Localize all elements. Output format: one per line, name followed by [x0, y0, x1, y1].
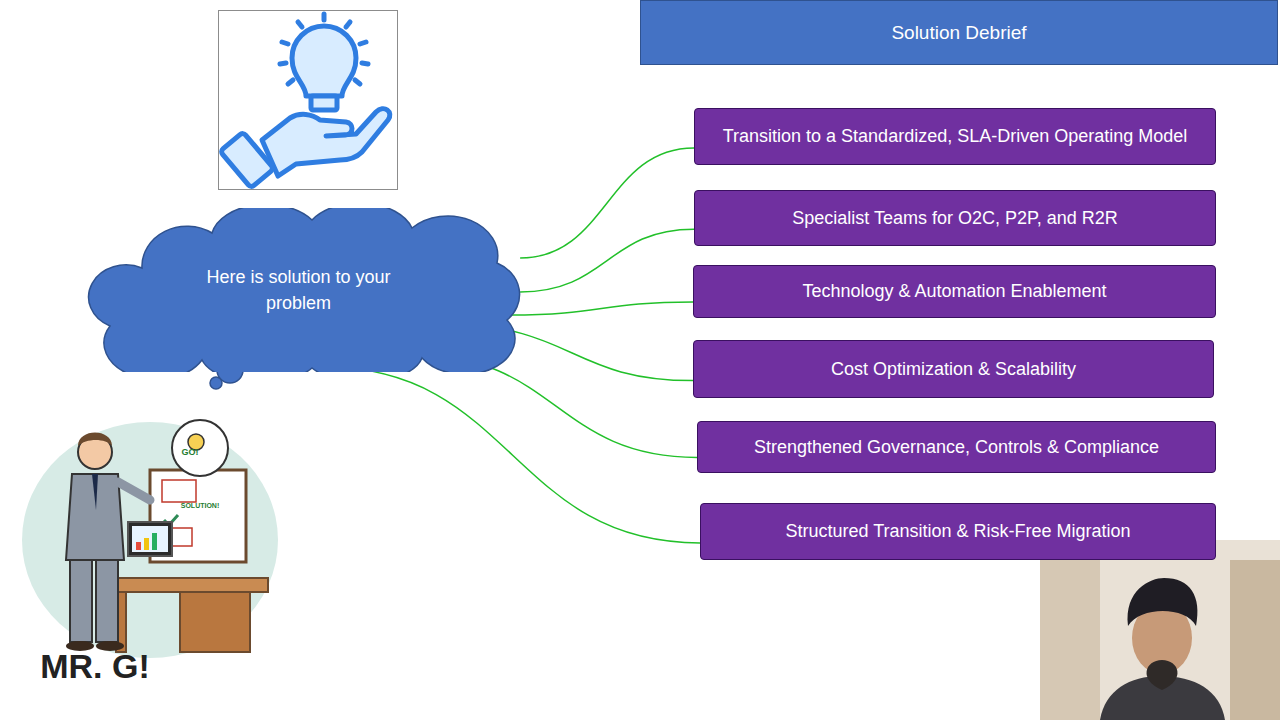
speech-bubble [172, 420, 228, 476]
desk [108, 578, 268, 592]
box-text: Strengthened Governance, Controls & Comp… [754, 434, 1159, 460]
connector-line [520, 148, 694, 258]
box-text: Transition to a Standardized, SLA-Driven… [723, 123, 1188, 149]
connector-line [520, 229, 694, 292]
cloud-text: Here is solution to your problem [182, 264, 415, 316]
video-frame [1040, 540, 1280, 720]
box-text: Technology & Automation Enablement [802, 278, 1106, 304]
presenter-illustration [22, 420, 278, 658]
idea-icon [219, 11, 398, 190]
box-text: Structured Transition & Risk-Free Migrat… [785, 518, 1130, 544]
title-band: Solution Debrief [640, 0, 1278, 65]
box-text: Specialist Teams for O2C, P2P, and R2R [792, 205, 1118, 231]
box-text: Cost Optimization & Scalability [831, 356, 1076, 382]
solution-box: Cost Optimization & Scalability [693, 340, 1214, 398]
cloud-outline [82, 208, 525, 372]
solution-box: Specialist Teams for O2C, P2P, and R2R [694, 190, 1216, 246]
backdrop [22, 422, 278, 658]
solution-box: Structured Transition & Risk-Free Migrat… [700, 503, 1216, 560]
webcam-inset [1040, 540, 1280, 720]
badge-text: GO! [182, 447, 199, 457]
connector-line [325, 367, 700, 543]
turban [1128, 578, 1198, 626]
monitor [128, 522, 172, 556]
presenter-name: MR. G! [40, 647, 150, 686]
thought-bubble [210, 377, 222, 389]
solution-box: Technology & Automation Enablement [693, 265, 1216, 318]
suit [66, 474, 124, 560]
solution-box: Strengthened Governance, Controls & Comp… [697, 421, 1216, 473]
icon-frame [219, 11, 398, 190]
bulb-symbol [280, 14, 368, 110]
connector-line [510, 302, 693, 315]
thought-cloud: Here is solution to your problem [82, 208, 525, 372]
board-note: SOLUTION! [181, 502, 220, 509]
hand-symbol [220, 109, 390, 188]
solution-box: Transition to a Standardized, SLA-Driven… [694, 108, 1216, 165]
